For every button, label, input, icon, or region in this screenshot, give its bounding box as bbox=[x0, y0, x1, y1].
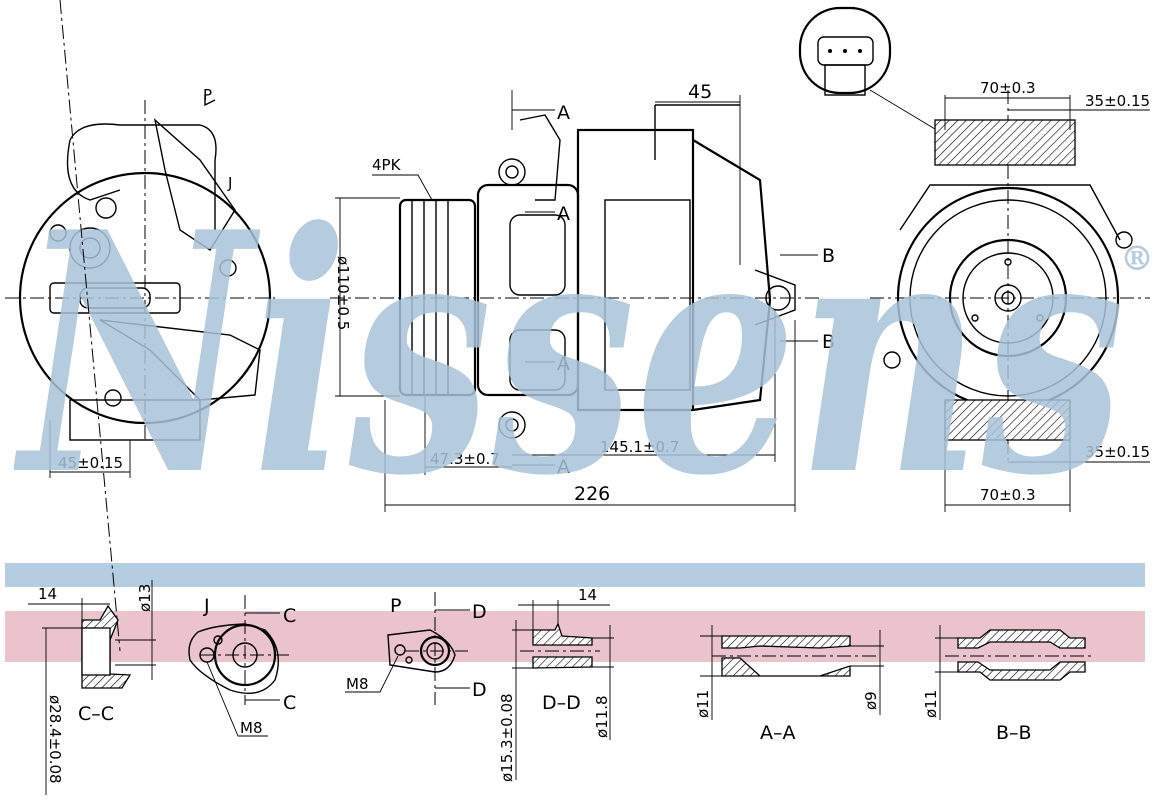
dd-dim-11-8: ø11.8 bbox=[593, 695, 611, 738]
label-j: J bbox=[227, 174, 232, 192]
label-p: P bbox=[203, 86, 212, 104]
registered-mark: ® bbox=[1120, 239, 1154, 279]
p-cut-d-bottom: D bbox=[472, 679, 487, 701]
detail-bb: ø11 B–B bbox=[922, 625, 1095, 744]
bb-title: B–B bbox=[996, 722, 1032, 744]
aa-dim-11: ø11 bbox=[694, 690, 712, 718]
dim-226: 226 bbox=[574, 483, 610, 505]
section-b-2: B bbox=[822, 331, 835, 353]
dim-70-top: 70±0.3 bbox=[980, 79, 1036, 97]
aa-title: A–A bbox=[760, 722, 796, 744]
belt-label: 4PK bbox=[372, 156, 402, 174]
detail-aa: ø11 ø9 A–A bbox=[694, 625, 884, 744]
dim-70-bottom: 70±0.3 bbox=[980, 486, 1036, 504]
left-view: P J 45±0.15 bbox=[5, 86, 275, 478]
cc-dim-14: 14 bbox=[38, 585, 57, 603]
dd-dim-14: 14 bbox=[578, 586, 597, 604]
dim-35-bottom: 35±0.15 bbox=[1085, 443, 1150, 461]
dim-35-top: 35±0.15 bbox=[1085, 92, 1150, 110]
blue-band bbox=[5, 563, 1145, 587]
nissens-watermark: Nissens bbox=[12, 160, 1125, 548]
detail-cc: 14 ø13 ø28.4±0.08 C–C bbox=[28, 0, 156, 795]
front-view: 70±0.3 35±0.15 35±0.15 70±0.3 bbox=[870, 79, 1150, 512]
j-title: J bbox=[203, 595, 210, 617]
section-a-4: A bbox=[557, 456, 570, 478]
j-cut-c-top: C bbox=[283, 605, 296, 627]
detail-dd: 14 ø15.3±0.08 ø11.8 D–D bbox=[498, 586, 614, 782]
side-view: 45 A A A A B B 4PK ø110±0.5 47.3±0.7 145… bbox=[330, 81, 835, 512]
connector-detail bbox=[798, 6, 946, 136]
bb-dim-11: ø11 bbox=[922, 690, 940, 718]
dim-pulley-diameter: ø110±0.5 bbox=[334, 256, 352, 330]
section-b-1: B bbox=[822, 245, 835, 267]
dd-dim-15-3: ø15.3±0.08 bbox=[498, 693, 516, 782]
p-thread: M8 bbox=[346, 675, 369, 693]
aa-dim-9: ø9 bbox=[862, 691, 880, 710]
dim-45-top: 45 bbox=[688, 81, 712, 103]
cc-title: C–C bbox=[78, 703, 114, 725]
section-a-1: A bbox=[557, 102, 570, 124]
dim-145-1: 145.1±0.7 bbox=[600, 438, 679, 456]
detail-p: D D P M8 bbox=[345, 592, 487, 705]
dd-title: D–D bbox=[542, 692, 581, 714]
section-a-3: A bbox=[557, 353, 570, 375]
p-title: P bbox=[390, 595, 401, 617]
j-thread: M8 bbox=[240, 719, 263, 737]
j-cut-c-bottom: C bbox=[283, 692, 296, 714]
p-cut-d-top: D bbox=[472, 601, 487, 623]
cc-dim-28-4: ø28.4±0.08 bbox=[46, 695, 64, 784]
dim-45: 45±0.15 bbox=[58, 454, 123, 472]
cc-dim-13: ø13 bbox=[136, 584, 154, 612]
section-a-2: A bbox=[557, 203, 570, 225]
dim-47-3: 47.3±0.7 bbox=[430, 450, 500, 468]
detail-j: C C J M8 bbox=[188, 595, 296, 737]
